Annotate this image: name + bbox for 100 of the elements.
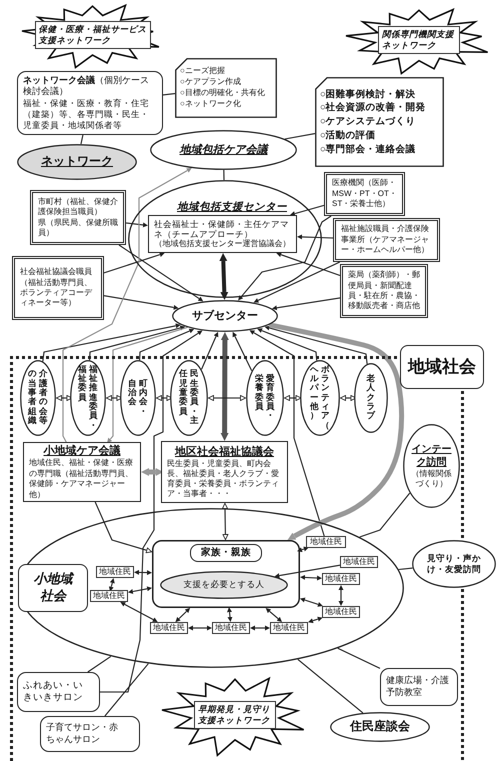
- node-label: 地域住民: [99, 566, 131, 578]
- callout-label: ネットワーク: [41, 154, 113, 170]
- arrow: [201, 332, 218, 370]
- arrow: [276, 252, 340, 276]
- thick-double-arrow: [220, 332, 229, 441]
- double-border-box: [30, 190, 126, 245]
- speech-bubble: [403, 424, 460, 508]
- body-text: 社会福祉士・保健師・主任ケアマネ（チームアプローチ）: [154, 219, 290, 240]
- node-label: 支援を必要とする人: [184, 579, 264, 591]
- speech-bubble: [380, 668, 458, 706]
- arrow: [89, 325, 186, 360]
- connector-line: [360, 492, 410, 538]
- speech-bubble: [330, 712, 430, 742]
- body-text: 地域住民、福祉・保健・医療の専門職（福祉活動専門員、保健師・ケアマネージャー他）: [29, 458, 134, 500]
- callout-text: 住民座談会: [350, 719, 410, 735]
- arrow: [254, 262, 340, 303]
- body-text: 福祉施設職員・介護保険事業所（ケアマネージャー・ホームヘルパー他）: [341, 224, 430, 256]
- heading: 地区社会福祉協議会: [175, 444, 274, 459]
- heading: 小地域ケア会議: [44, 444, 120, 458]
- connector-line: [80, 134, 84, 144]
- ellipse-node: [150, 130, 297, 170]
- callout-text: （情報関係づくり）: [410, 468, 452, 490]
- small-box: [322, 573, 360, 585]
- double-arrow: [188, 626, 212, 630]
- arrow: [257, 328, 318, 361]
- region-title: 地域社会: [400, 345, 484, 389]
- speech-bubble: [17, 672, 100, 712]
- double-arrow: [128, 586, 152, 594]
- oval-node: [170, 360, 208, 436]
- arrow: [272, 297, 340, 310]
- body-text: 県（県民局、保健所職員）: [38, 218, 118, 238]
- double-arrow: [156, 395, 172, 401]
- arrow: [126, 222, 148, 228]
- vertical-label: 町内会・自治会: [128, 378, 148, 418]
- arrow: [264, 326, 368, 364]
- rounded-group: [152, 540, 300, 608]
- list-item: ○社会資源の改善・開発: [320, 101, 426, 116]
- callout-text: 健康広場・介護予防教室: [386, 675, 450, 699]
- speech-bubble: [17, 144, 137, 180]
- small-box: [212, 622, 250, 634]
- arrow: [104, 295, 179, 310]
- node-label: 地域住民: [273, 622, 305, 634]
- callout-text: ふれあい・いきいきサロン: [23, 680, 84, 704]
- double-arrow: [120, 602, 158, 622]
- oval-node: [120, 360, 156, 436]
- rounded-panel: [17, 71, 163, 135]
- small-box: [90, 590, 128, 602]
- group-title: 家族・親族: [190, 544, 262, 562]
- node-label: サブセンター: [192, 308, 258, 324]
- double-border-box: [333, 218, 440, 262]
- double-arrow: [227, 607, 232, 622]
- arrow: [249, 330, 325, 536]
- double-arrow: [284, 395, 302, 401]
- double-arrow: [250, 626, 270, 630]
- vertical-label: 老人クラブ: [366, 374, 376, 422]
- double-arrow: [300, 574, 322, 580]
- body-text: 民生委員・児童委員、町内会長、福祉委員・老人クラブ・愛育委員・栄養委員・ボランティア・当事者・・・: [167, 459, 280, 500]
- body-text: 市町村（福祉、保健介護保険担当職員）: [38, 196, 118, 218]
- arrow: [42, 323, 181, 362]
- connector-line: [162, 93, 176, 96]
- body-text: 薬局（薬剤師）・郵便局員・新聞配達員・駐在所・農協・移動販売者・商店他: [348, 270, 420, 312]
- process-box: [161, 441, 288, 503]
- connector-line: [88, 656, 112, 672]
- body-text: （地域包括支援センター運営協議会）: [154, 239, 290, 249]
- node-label: 地域住民: [325, 574, 357, 584]
- vertical-label: 民生委員・主任児童委員: [178, 369, 200, 427]
- callout-text: 子育てサロン・赤ちゃんサロン: [46, 722, 119, 746]
- double-arrow: [297, 546, 309, 552]
- arrow: [100, 330, 202, 693]
- vertical-label: 介護者の会等の当事者組織: [28, 369, 48, 427]
- burst-title: 保健・医療・福祉サービス支援ネットワーク: [34, 20, 150, 50]
- arrow: [118, 244, 204, 302]
- double-arrow: [106, 395, 122, 401]
- node-label: 地域住民: [310, 536, 342, 548]
- double-border-box: [340, 264, 428, 318]
- small-box: [340, 556, 378, 568]
- list-item: ○活動の評価: [320, 128, 376, 143]
- speech-bubble: [40, 716, 140, 752]
- double-arrow: [175, 608, 190, 622]
- process-box: [148, 215, 297, 253]
- arrow: [290, 204, 324, 216]
- list-item: ○ケアシステムづくり: [320, 115, 416, 129]
- small-box: [306, 536, 346, 548]
- node-label: 地域包括ケア会議: [180, 142, 268, 158]
- oval-node: [70, 360, 106, 436]
- arrow: [94, 502, 152, 554]
- curved-arrow: [268, 322, 404, 540]
- arrow: [238, 216, 332, 301]
- small-box: [322, 606, 360, 618]
- burst-title: 関係専門機関支援ネットワーク: [378, 26, 460, 54]
- arrow: [106, 326, 188, 444]
- oval-node: [300, 360, 340, 436]
- double-arrow: [222, 502, 228, 540]
- arrow: [139, 328, 194, 360]
- double-arrow: [266, 608, 282, 622]
- double-arrow: [308, 616, 323, 624]
- arrow: [274, 564, 340, 578]
- vertical-label: ボランティア（ヘルパー他）: [310, 364, 330, 432]
- ellipse-node: [160, 571, 288, 599]
- list-item: ○ネットワーク化: [180, 98, 241, 110]
